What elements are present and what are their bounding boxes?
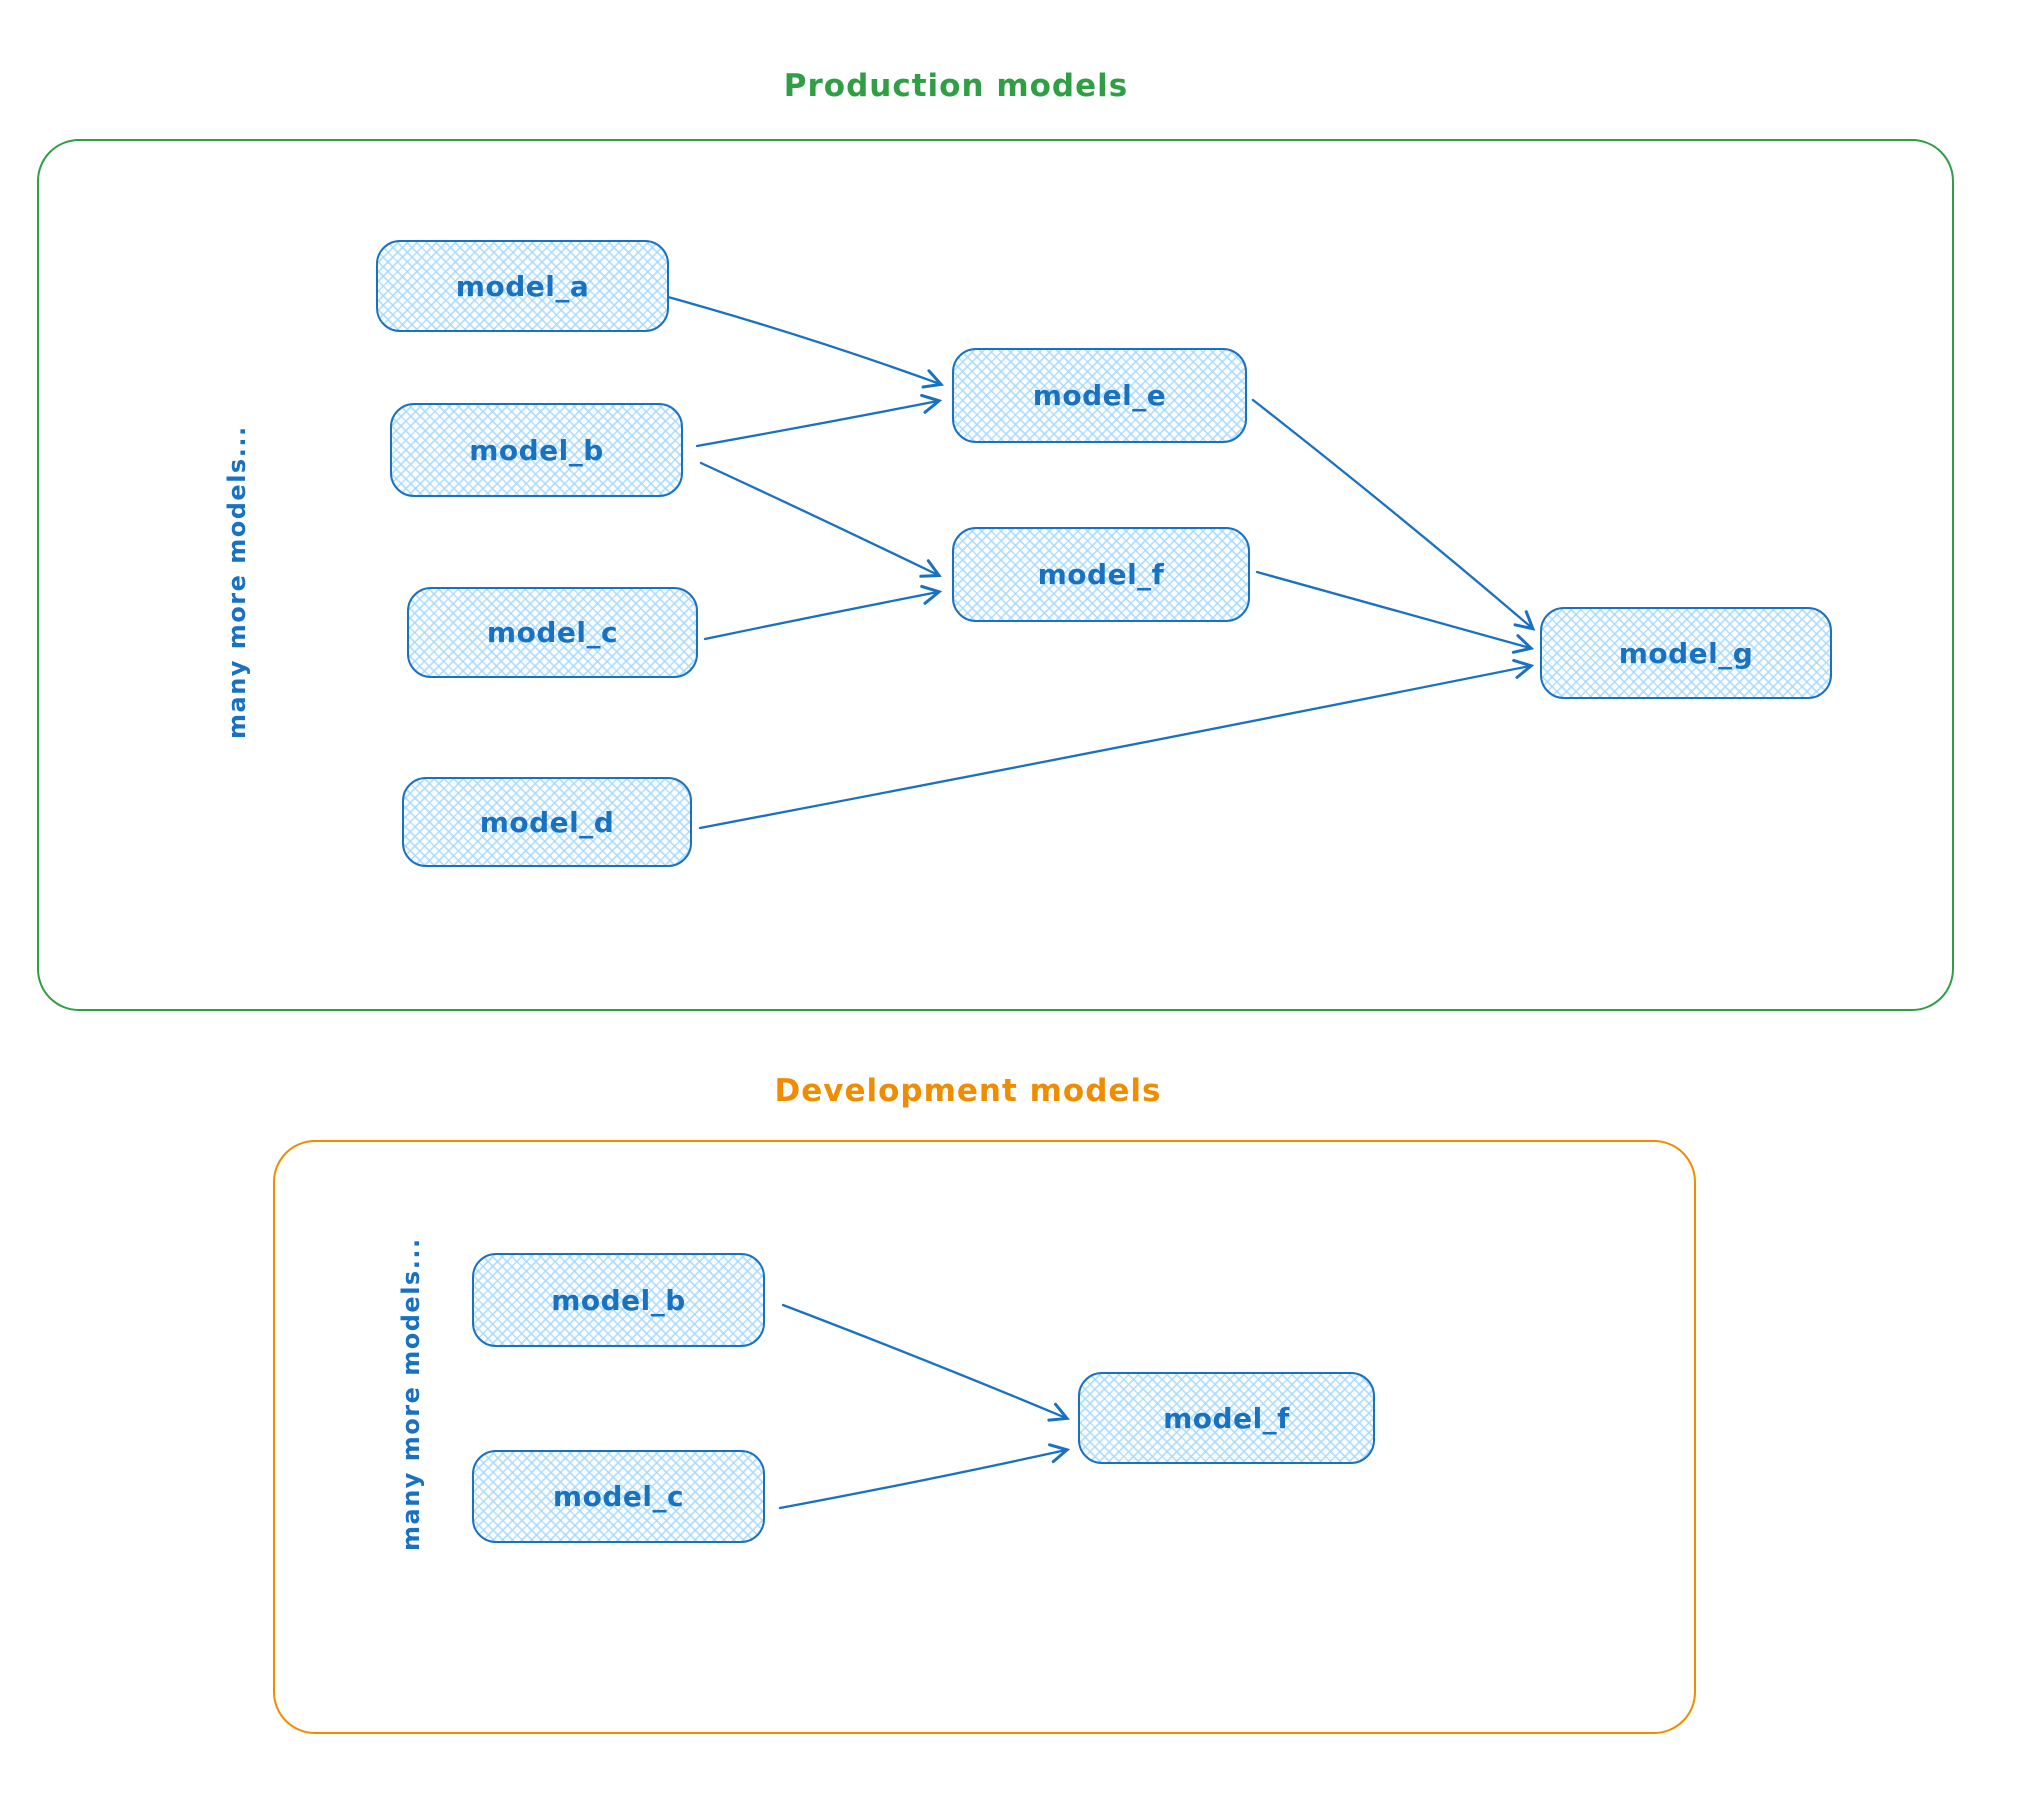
node-label: model_f	[1163, 1401, 1290, 1435]
node-label: model_e	[1032, 379, 1167, 412]
node-label: model_c	[552, 1480, 685, 1513]
arrow-model-a-to-model-e	[648, 290, 945, 389]
production-frame	[37, 139, 1954, 1011]
development-section-title: Development models	[774, 1073, 1162, 1109]
node-development-model-b: model_b	[472, 1253, 765, 1347]
development-side-note: many more models...	[397, 1237, 425, 1551]
arrow-model-e-to-model-g	[1251, 398, 1536, 631]
arrow-dev-model-c-to-model-f	[778, 1443, 1071, 1510]
development-frame	[273, 1140, 1696, 1734]
node-production-model-a: model_a	[376, 240, 669, 332]
node-label: model_b	[551, 1283, 686, 1317]
node-label: model_g	[1618, 636, 1754, 670]
arrow-model-d-to-model-g	[698, 658, 1535, 830]
production-side-note: many more models...	[223, 425, 251, 739]
node-production-model-g: model_g	[1540, 607, 1832, 699]
node-production-model-f: model_f	[952, 527, 1250, 622]
production-section-title: Production models	[783, 68, 1129, 104]
arrow-model-c-to-model-f	[703, 584, 943, 641]
node-production-model-b: model_b	[390, 403, 683, 497]
arrow-model-b-to-model-e	[695, 393, 943, 448]
node-label: model_d	[479, 805, 615, 839]
node-label: model_c	[486, 616, 619, 649]
node-production-model-c: model_c	[407, 587, 698, 678]
arrow-dev-model-b-to-model-f	[781, 1303, 1070, 1422]
node-label: model_f	[1037, 558, 1165, 591]
node-development-model-c: model_c	[472, 1450, 765, 1543]
arrow-model-f-to-model-g	[1255, 570, 1535, 654]
node-development-model-f: model_f	[1078, 1372, 1375, 1464]
node-label: model_a	[455, 269, 590, 303]
node-production-model-d: model_d	[402, 777, 692, 867]
node-label: model_b	[469, 433, 604, 467]
arrow-model-b-to-model-f	[699, 461, 942, 578]
node-production-model-e: model_e	[952, 348, 1247, 443]
